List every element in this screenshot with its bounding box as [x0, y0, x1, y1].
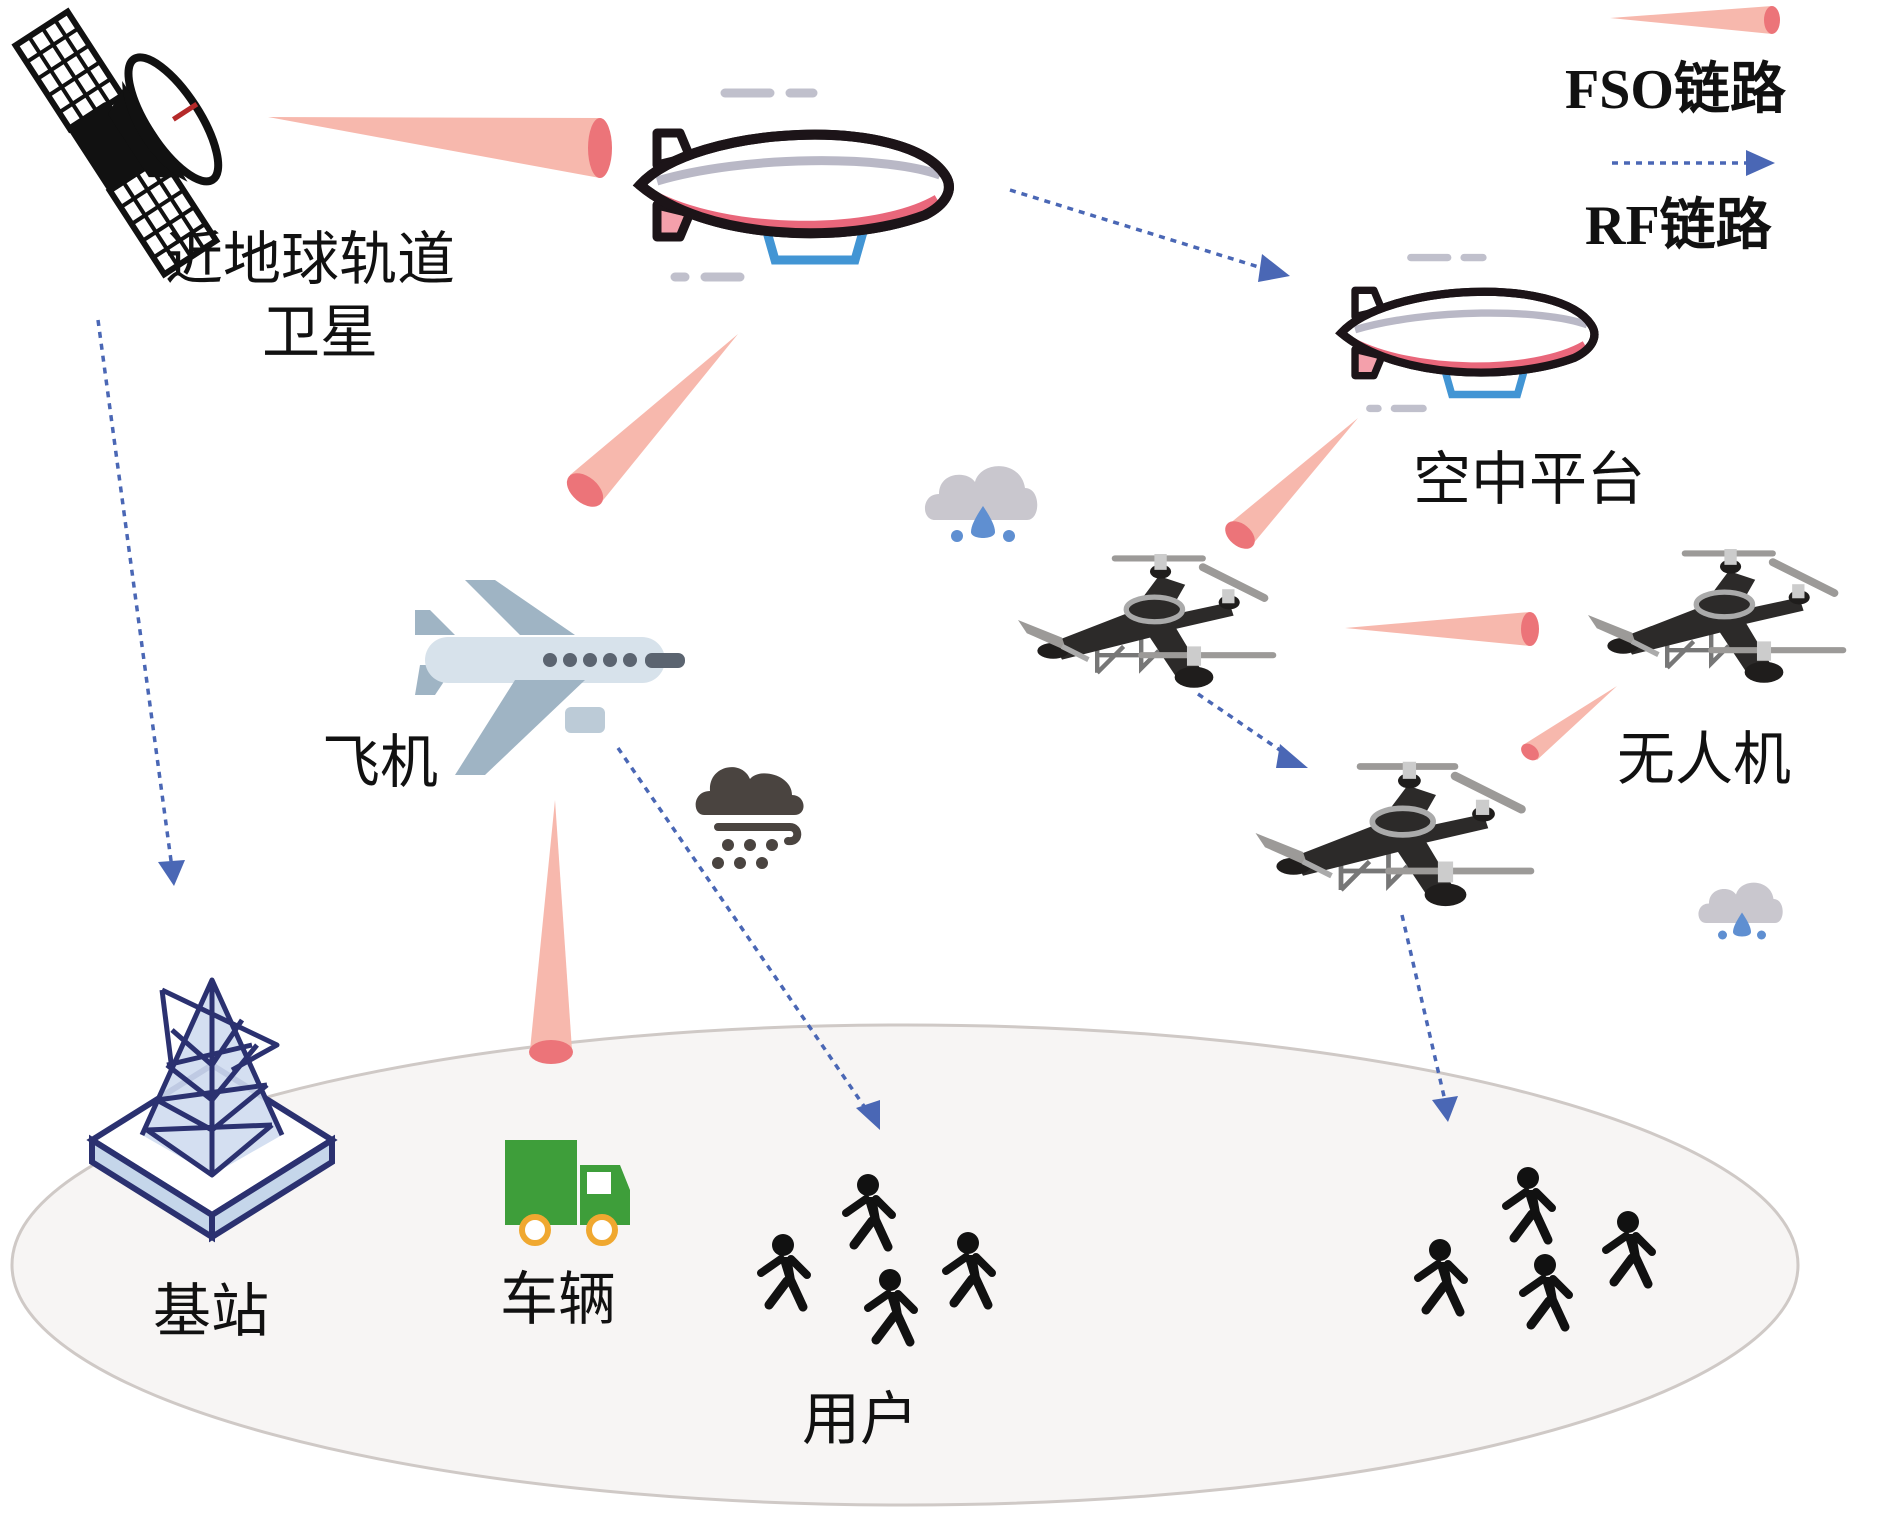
aerial-platform-label: 空中平台: [1413, 445, 1646, 513]
fso-beam-drone-drone: [1345, 612, 1539, 646]
rain-cloud-icon: [1698, 882, 1783, 940]
users-label: 用户: [802, 1385, 919, 1453]
rain-cloud-icon: [924, 466, 1038, 542]
tower-icon: [86, 977, 338, 1243]
arrowhead-icon: [158, 860, 185, 886]
drone-icon: [1256, 762, 1532, 906]
legend-fso-label: FSO链路: [1565, 59, 1786, 121]
satellite-label-line2: 卫星: [262, 298, 379, 366]
base-station-label: 基站: [153, 1277, 270, 1345]
rf-links: [96, 188, 1448, 1113]
dotted-arrow-icon: [1612, 150, 1775, 176]
fso-beam-drone-drone-2: [1521, 686, 1617, 761]
vehicle-label: 车辆: [500, 1265, 617, 1333]
rf-arrow-drone-drone: [1197, 692, 1291, 759]
fso-beam-satellite-airship: [268, 117, 612, 178]
arrowhead-icon: [1432, 1096, 1458, 1122]
uav-label: 无人机: [1617, 725, 1792, 793]
arrowhead-icon: [1258, 254, 1290, 282]
aircraft-label: 飞机: [322, 728, 439, 796]
ground-area: [10, 1023, 1800, 1507]
fso-beam-airship-aircraft: [566, 334, 738, 507]
satellite-icon: [11, 7, 223, 279]
snow-cloud-icon: [695, 767, 804, 869]
airship-icon: [1341, 258, 1594, 409]
fso-beam-icon: [1610, 6, 1780, 34]
arrowhead-icon: [856, 1100, 880, 1130]
legend-rf-label: RF链路: [1585, 195, 1772, 257]
fso-beam-aircraft-vehicle: [529, 800, 573, 1064]
drone-icon: [1018, 554, 1273, 688]
rf-arrow-airship-airship: [1009, 188, 1263, 270]
fso-links: [268, 117, 1617, 1064]
drone-icon: [1588, 549, 1843, 683]
arrowhead-icon: [1276, 744, 1308, 768]
fso-beam-airship-drone: [1225, 418, 1358, 549]
truck-icon: [505, 1140, 630, 1246]
satellite-label-line1: 近地球轨道: [165, 225, 456, 293]
airplane-icon: [415, 580, 685, 775]
rf-arrow-aircraft-users: [616, 747, 870, 1113]
rf-arrowheads: [158, 254, 1458, 1130]
airship-icon: [640, 93, 949, 277]
rf-arrow-satellite-basestation: [96, 319, 174, 869]
rf-arrow-drone-users: [1400, 914, 1448, 1106]
legend: [1610, 6, 1780, 176]
